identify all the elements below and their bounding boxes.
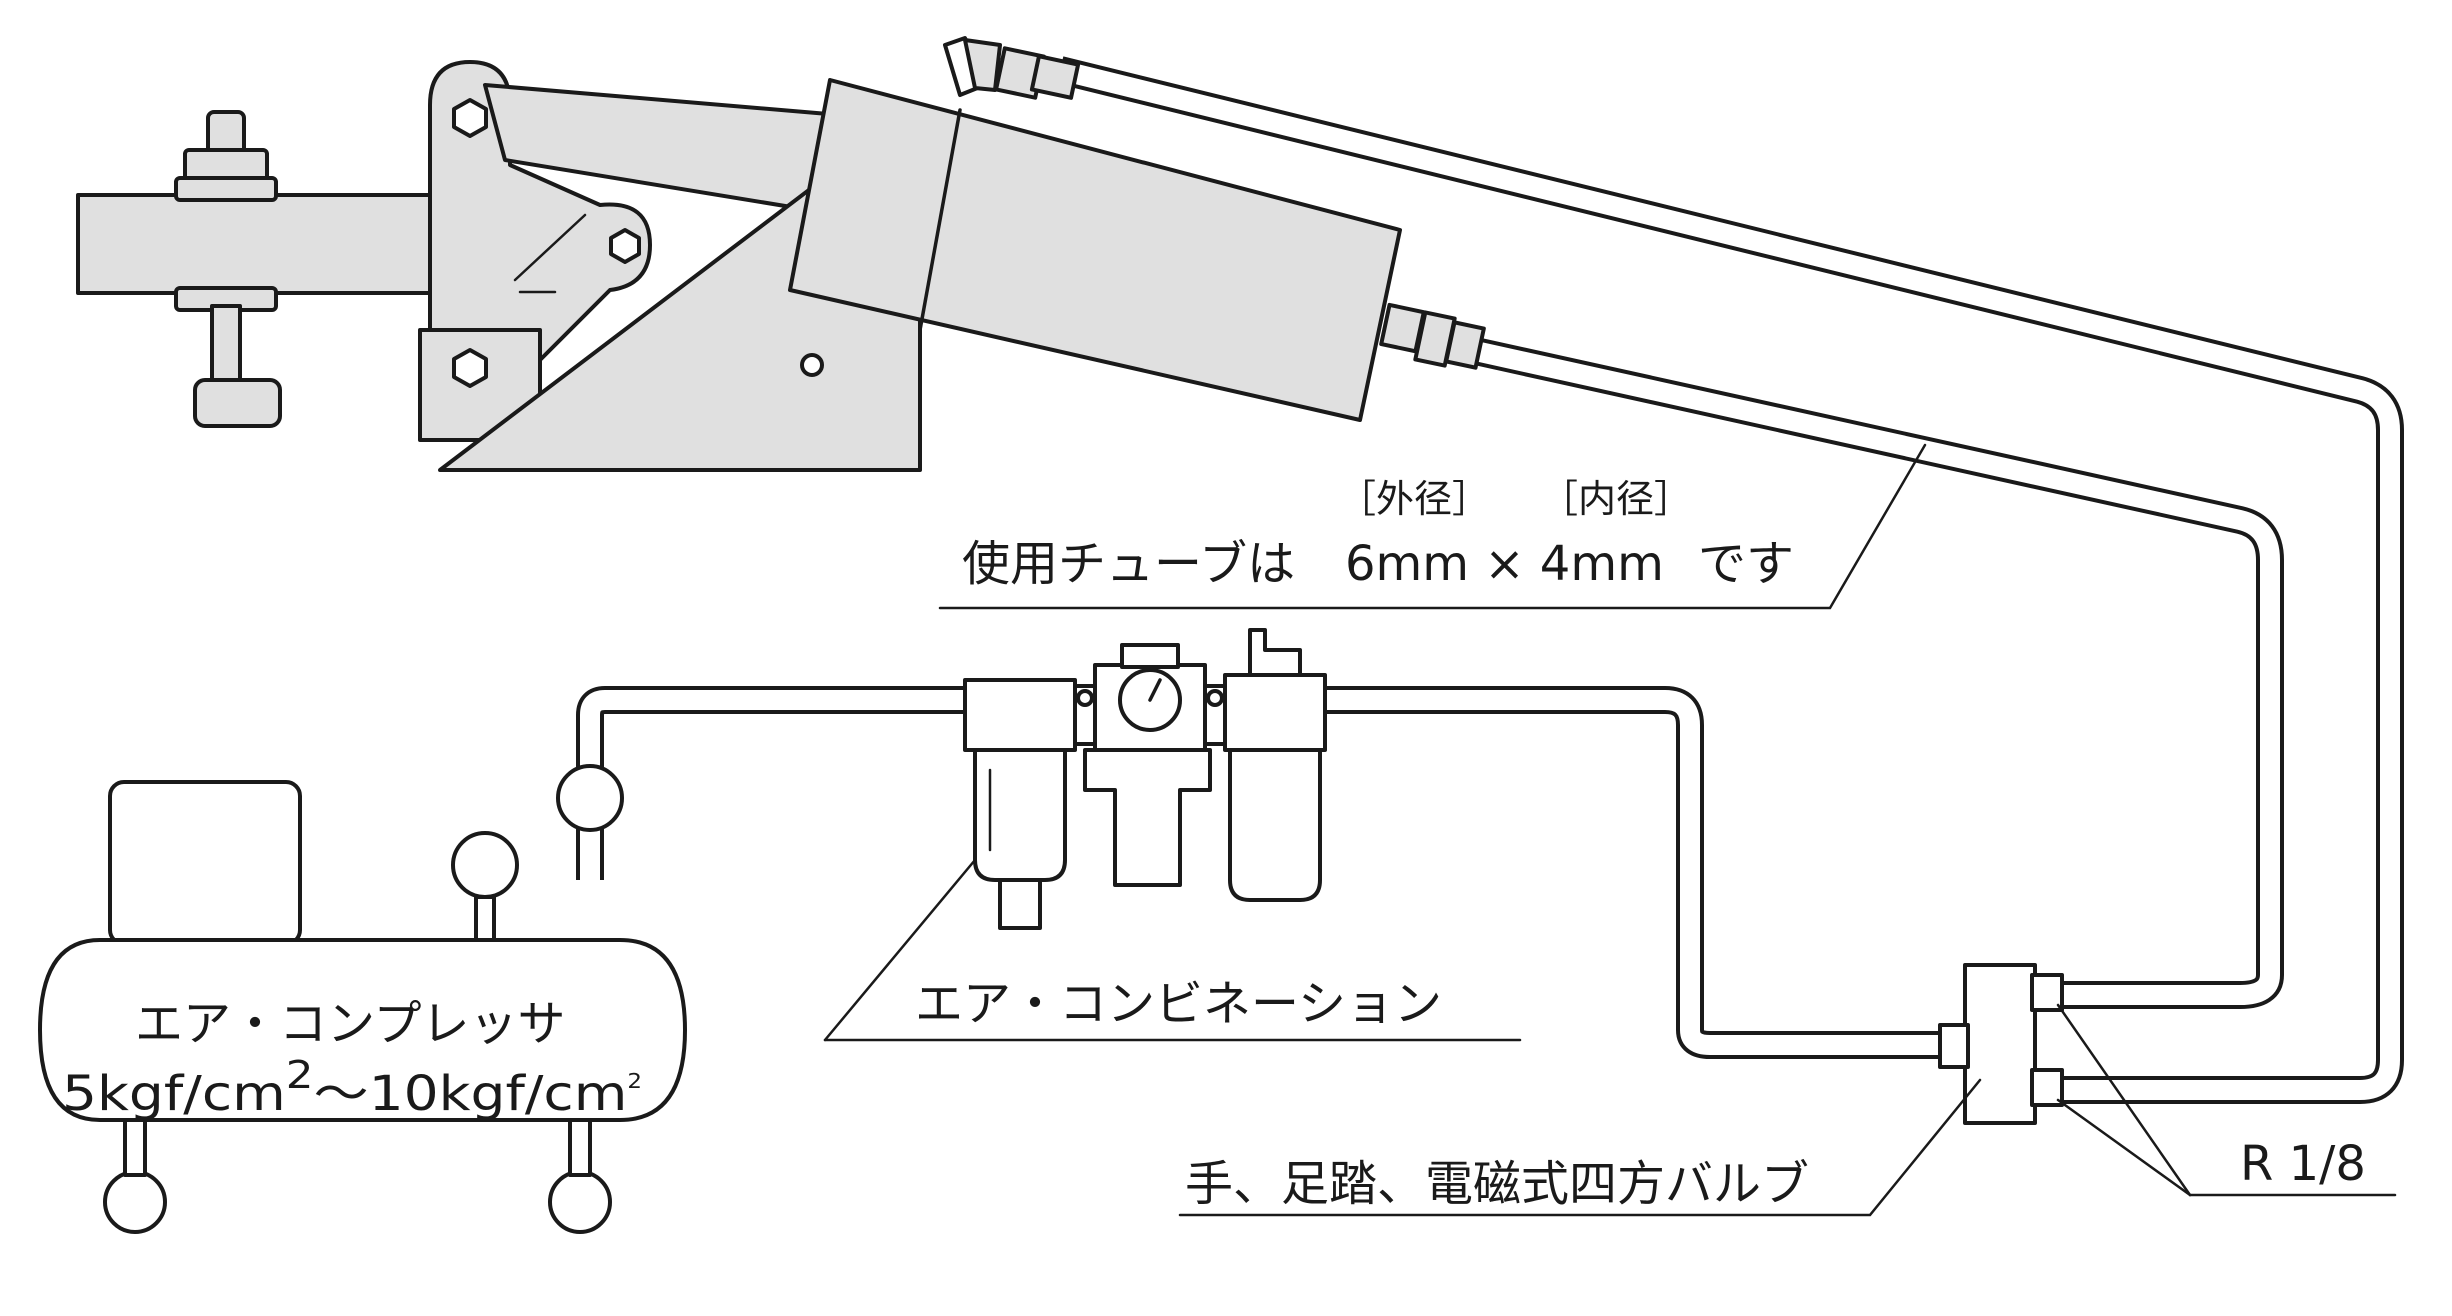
toggle-clamp [76, 60, 922, 472]
tube-spec-leader [938, 443, 1927, 610]
clamp-spindle-bottom [210, 304, 242, 386]
frl-filter-bowl [973, 748, 1067, 882]
air-cylinder [788, 36, 1486, 422]
compressor-wheel-right [548, 1170, 612, 1234]
cylinder-body [788, 78, 1402, 422]
compressor-tank [38, 938, 687, 1122]
cylinder-bottom-port-fitting [1379, 302, 1486, 370]
four-way-valve [1938, 963, 2064, 1125]
clamp-hex-bolt-upper [452, 98, 488, 138]
compressor-wheel-left [103, 1170, 167, 1234]
leader-lines [823, 443, 2397, 1217]
thread-size-label: R 1/8 [2240, 1136, 2366, 1192]
air-combination-unit [963, 628, 1327, 930]
valve-inlet-port [1938, 1023, 1970, 1069]
outer-diameter-label: ［外径］ [1338, 477, 1490, 521]
valve-leader [1178, 1078, 1982, 1217]
air-tubes [576, 56, 2404, 1104]
air-combination-label: エア・コンビネーション [915, 976, 1442, 1032]
air-compressor [38, 764, 687, 1234]
tube-supply-line [576, 686, 970, 880]
frl-filter-head [963, 678, 1077, 752]
tube-spec-prefix: 使用チューブは [962, 536, 1295, 592]
tube-spec-size: 6mm × 4mm [1345, 536, 1664, 592]
tube-spec-suffix: です [1698, 536, 1794, 592]
compressor-pressure-ball [451, 831, 519, 899]
valve-body [1963, 963, 2037, 1125]
compressor-outlet-ball [556, 764, 624, 832]
frl-lubricator-head [1223, 673, 1327, 752]
frl-lubricator-bowl [1228, 748, 1322, 902]
clamp-hex-bolt-lower [452, 348, 488, 388]
cylinder-top-port-fitting [943, 36, 1081, 100]
compressor-motor [108, 780, 302, 946]
labels: ［外径］ ［内径］ 使用チューブは 6mm × 4mm です エア・コンプレッサ… [62, 477, 2366, 1212]
inner-diameter-label: ［内径］ [1540, 477, 1692, 521]
clamp-spindle-pad [193, 378, 282, 428]
compressor-name-label: エア・コンプレッサ [135, 996, 566, 1052]
clamp-arm [76, 193, 452, 295]
clamp-link-plate [428, 60, 652, 382]
valve-label: 手、足踏、電磁式四方バルブ [1185, 1156, 1809, 1212]
